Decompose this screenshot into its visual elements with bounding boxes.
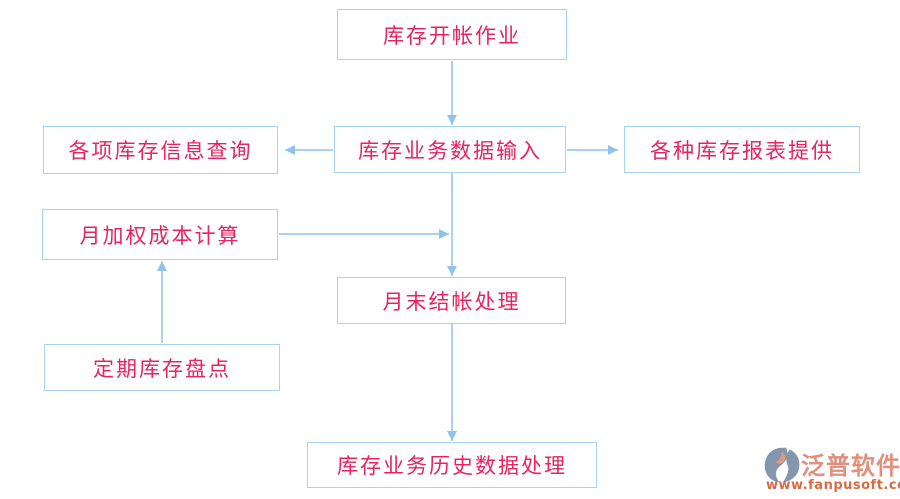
vendor-logo: 泛普软件 www.fanpusoft.com (760, 443, 900, 499)
node-weighted-cost-calc: 月加权成本计算 (42, 209, 278, 260)
vendor-url: www.fanpusoft.com (766, 478, 900, 493)
node-inventory-reports: 各种库存报表提供 (624, 126, 860, 173)
fanpu-logo-icon (764, 447, 800, 483)
node-history-data-processing: 库存业务历史数据处理 (307, 442, 597, 488)
node-inventory-opening: 库存开帐作业 (337, 9, 567, 60)
node-periodic-stocktake: 定期库存盘点 (44, 344, 280, 391)
vendor-name: 泛普软件 (801, 452, 900, 480)
node-month-end-closing: 月末结帐处理 (337, 277, 566, 324)
node-inventory-data-input: 库存业务数据输入 (334, 126, 566, 173)
node-inventory-info-query: 各项库存信息查询 (43, 126, 278, 174)
